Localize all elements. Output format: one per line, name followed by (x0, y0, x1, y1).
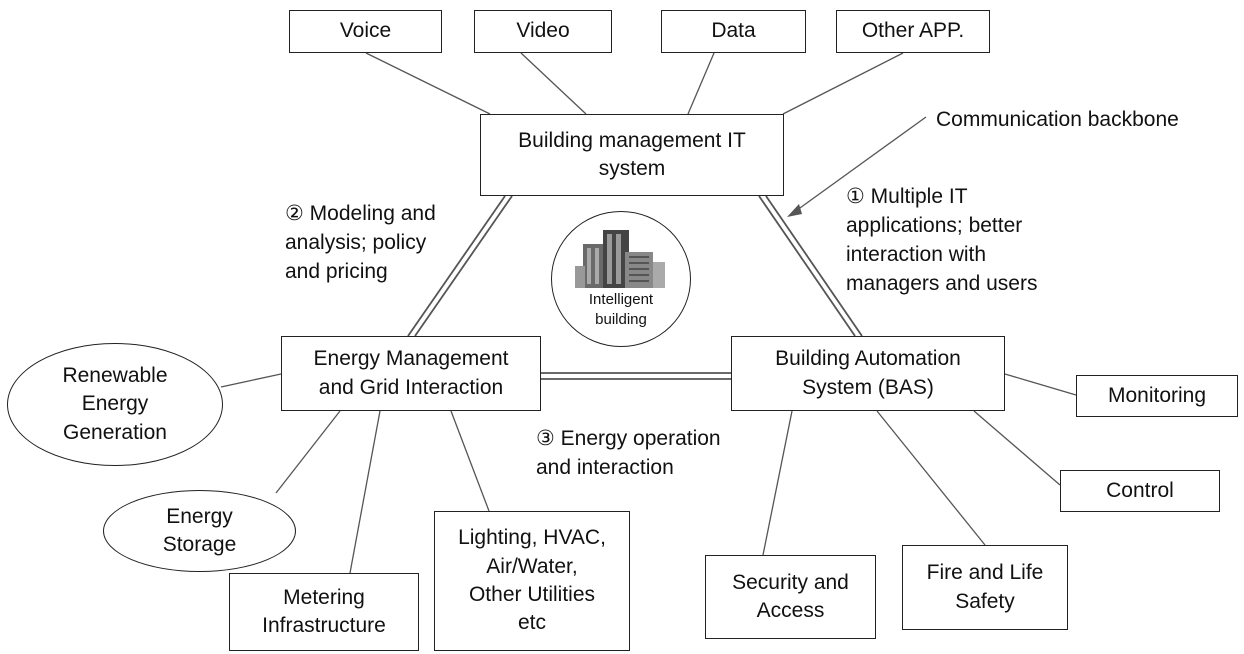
center-label: Intelligent building (588, 291, 654, 328)
link-storage (275, 410, 341, 494)
link-renewable (220, 373, 282, 388)
node-data: Data (661, 10, 806, 53)
node-energy-mgmt: Energy Management and Grid Interaction (281, 336, 541, 411)
node-lighting: Lighting, HVAC, Air/Water, Other Utiliti… (434, 511, 630, 651)
node-other-app: Other APP. (836, 10, 990, 53)
link-lighting (450, 410, 490, 512)
link2-line-a (407, 195, 506, 337)
link-monitoring (1004, 373, 1077, 396)
node-storage: Energy Storage (103, 490, 296, 572)
node-it-system: Building management IT system (480, 114, 784, 196)
label-link2: ② Modeling and analysis; policy and pric… (285, 202, 436, 283)
link2-line-b (414, 195, 513, 337)
node-renewable: Renewable Energy Generation (7, 343, 223, 466)
link-metering (349, 410, 381, 574)
link1-line-a (758, 195, 856, 337)
label-link1: ① Multiple IT applications; better inter… (846, 185, 1038, 295)
node-monitoring: Monitoring (1076, 375, 1238, 417)
label-backbone: Communication backbone (936, 108, 1179, 131)
link-other-app (782, 52, 904, 115)
buildings-icon (575, 230, 665, 288)
center-ellipse: Intelligent building (551, 211, 691, 347)
node-bas: Building Automation System (BAS) (731, 336, 1005, 411)
node-metering: Metering Infrastructure (229, 573, 419, 651)
label-link3: ③ Energy operation and interaction (536, 427, 721, 479)
link-video (520, 52, 587, 115)
link-voice (365, 52, 491, 115)
node-fire: Fire and Life Safety (902, 545, 1068, 630)
link-control (973, 410, 1061, 486)
node-control: Control (1060, 470, 1220, 512)
backbone-arrowhead (787, 204, 802, 217)
node-security: Security and Access (705, 555, 876, 639)
link-data (687, 52, 715, 115)
link-security (762, 410, 793, 556)
link-fire (876, 410, 986, 546)
backbone-arrow (792, 116, 927, 214)
node-voice: Voice (289, 10, 442, 53)
node-video: Video (474, 10, 612, 53)
link1-line-b (765, 195, 863, 337)
